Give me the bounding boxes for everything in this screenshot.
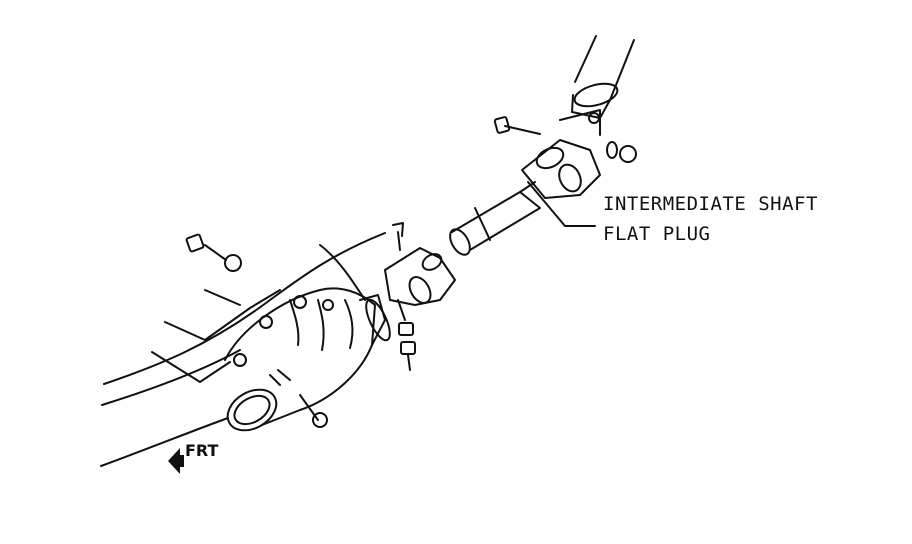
steering-column: [571, 35, 635, 119]
front-direction-label: FRT: [185, 441, 219, 460]
frame-rail: [100, 232, 386, 467]
fasteners: [185, 116, 637, 371]
callout-intermediate-shaft: INTERMEDIATE SHAFT: [603, 193, 818, 215]
front-arrow-icon: [168, 448, 184, 474]
callout-leader: [527, 181, 596, 227]
upper-u-joint: [521, 109, 601, 199]
lower-u-joint: [384, 222, 456, 321]
intermediate-shaft: [449, 181, 541, 256]
callout-flat-plug: FLAT PLUG: [603, 223, 711, 245]
steering-gear: [224, 287, 391, 432]
